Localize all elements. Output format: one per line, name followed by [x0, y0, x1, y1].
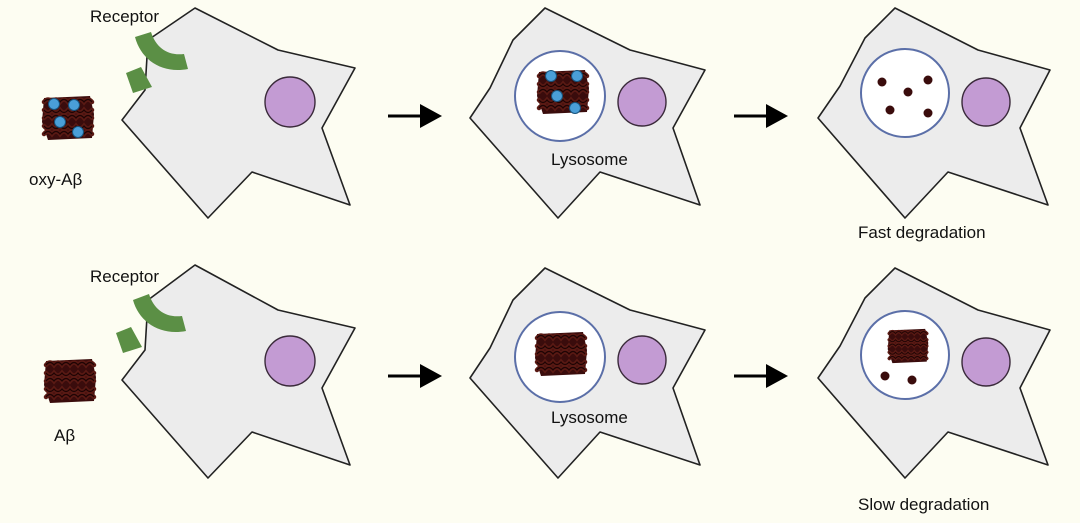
nucleus	[617, 77, 667, 127]
arrow-right	[734, 104, 788, 128]
lysosome-label: Lysosome	[551, 408, 628, 427]
fibril-strand-outline	[536, 350, 586, 355]
outcome-label-fast: Fast degradation	[858, 223, 986, 242]
oxidation-dots	[545, 70, 583, 114]
cell-lysosome-native: Lysosome	[469, 267, 706, 479]
oxy-abeta-aggregate	[41, 96, 95, 140]
receptor-label: Receptor	[90, 7, 159, 26]
cell-uptake-native: Receptor	[90, 264, 356, 479]
partially-degraded-aggregate	[887, 328, 929, 364]
agent-label-native: Aβ	[54, 426, 75, 445]
degraded-fragments	[880, 371, 917, 385]
fibril-strand-outline	[538, 83, 588, 88]
nucleus	[264, 76, 316, 128]
fibril-strand-outline	[45, 388, 95, 393]
cell-lysosome-oxy: Lysosome	[469, 7, 706, 219]
fibril-strand-outline	[43, 130, 93, 135]
aggregate-fibrils	[43, 359, 97, 403]
oxidation-dots	[48, 98, 84, 138]
fibril-strand-outline	[538, 99, 588, 104]
fibril-strand-outline	[536, 334, 586, 339]
fibril-strand-outline	[888, 331, 928, 335]
receptor	[135, 32, 188, 71]
cell-body	[121, 264, 356, 479]
arrow-right	[388, 104, 442, 128]
fibril-strand-outline	[43, 109, 93, 114]
fibril-strand-outline	[536, 361, 586, 366]
cell-body	[121, 7, 356, 219]
fibril-strand-outline	[43, 114, 93, 119]
receptor-stem	[116, 327, 142, 353]
fibril-strand-outline	[888, 356, 928, 360]
arrow-right	[734, 364, 788, 388]
fibril-strand-outline	[45, 377, 95, 382]
abeta-aggregate	[43, 359, 97, 403]
nucleus	[961, 337, 1011, 387]
fibril-strand-outline	[45, 393, 95, 398]
fibril-strand-outline	[45, 361, 95, 366]
fibril-strand-outline	[888, 351, 928, 355]
fibril-strand-outline	[536, 345, 586, 350]
fibril-strand-outline	[45, 372, 95, 377]
oxy-abeta-aggregate-internalized	[536, 70, 590, 114]
receptor-stem	[126, 67, 152, 93]
fibril-strand-outline	[888, 339, 928, 343]
lysosome-label: Lysosome	[551, 150, 628, 169]
receptor-label: Receptor	[90, 267, 159, 286]
arrow-right	[388, 364, 442, 388]
fibril-strand-outline	[536, 366, 586, 371]
row-native: Receptor Aβ Lysosome	[43, 264, 1051, 514]
fibril-strand-outline	[43, 125, 93, 130]
nucleus	[617, 335, 667, 385]
nucleus	[961, 77, 1011, 127]
aggregate-fibrils	[534, 332, 588, 376]
fibril-strand-outline	[538, 88, 588, 93]
nucleus	[264, 335, 316, 387]
fibril-strand-outline	[888, 343, 928, 347]
receptor	[133, 294, 186, 333]
cell-uptake-oxy: Receptor	[90, 7, 356, 219]
aggregate-fibrils	[887, 328, 929, 364]
row-oxidized: Receptor oxy-Aβ	[29, 7, 1051, 242]
cell-degradation-slow	[817, 267, 1051, 479]
cell-degradation-fast	[817, 7, 1051, 219]
abeta-aggregate-internalized	[534, 332, 588, 376]
degraded-fragments	[877, 75, 933, 118]
agent-label-oxy: oxy-Aβ	[29, 170, 82, 189]
outcome-label-slow: Slow degradation	[858, 495, 989, 514]
